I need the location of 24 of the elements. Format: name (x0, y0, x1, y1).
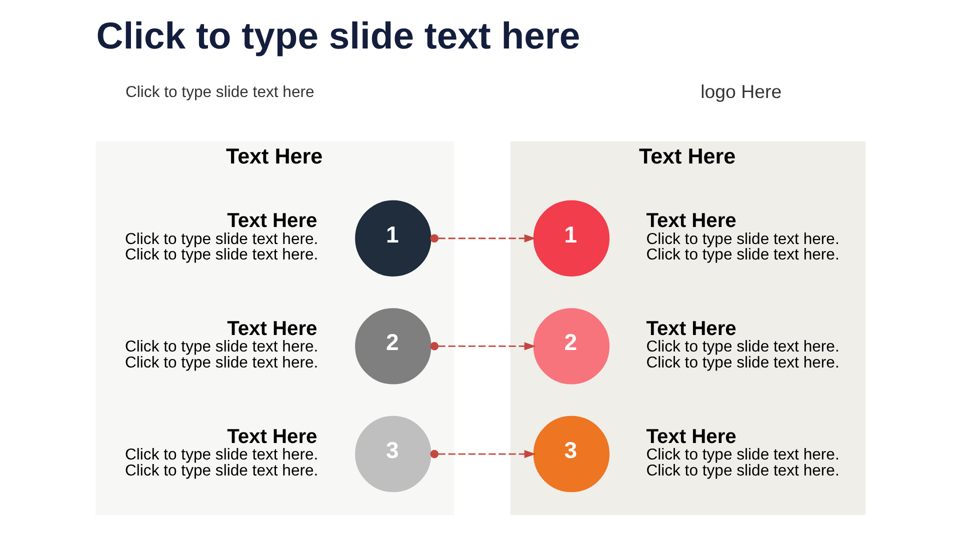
node-circle: 3 (532, 416, 610, 492)
label: Click to type slide text here (125, 84, 314, 102)
label: logo Here (700, 81, 782, 102)
node-label: Text Here (226, 210, 317, 232)
node-circle: 1 (532, 200, 610, 276)
node-label: Text Here (646, 426, 736, 448)
node-circle: 2 (532, 308, 610, 384)
node-label: Click to type slide text here. Click to type slide text here. (646, 230, 839, 264)
arrow (430, 450, 536, 458)
arrow (430, 234, 536, 243)
node-label: Text Here (226, 426, 317, 448)
node-circle: 3 (354, 416, 431, 492)
node-label: Click to type slide text here. Click to type slide text here. (646, 338, 839, 372)
node-label: Text Here (646, 318, 736, 340)
diagram-title: Click to type slide text here (96, 14, 580, 56)
node-label: Text Here (226, 318, 317, 340)
arrow (430, 342, 536, 350)
node-label: Text Here (646, 210, 736, 232)
node-label: Click to type slide text here. Click to type slide text here. (124, 230, 318, 264)
node-label: Click to type slide text here. Click to type slide text here. (124, 446, 318, 480)
node-circle: 2 (354, 308, 431, 384)
node-label: Click to type slide text here. Click to type slide text here. (646, 446, 839, 480)
node-circle: 1 (354, 200, 431, 276)
node-label: Click to type slide text here. Click to type slide text here. (124, 338, 318, 372)
